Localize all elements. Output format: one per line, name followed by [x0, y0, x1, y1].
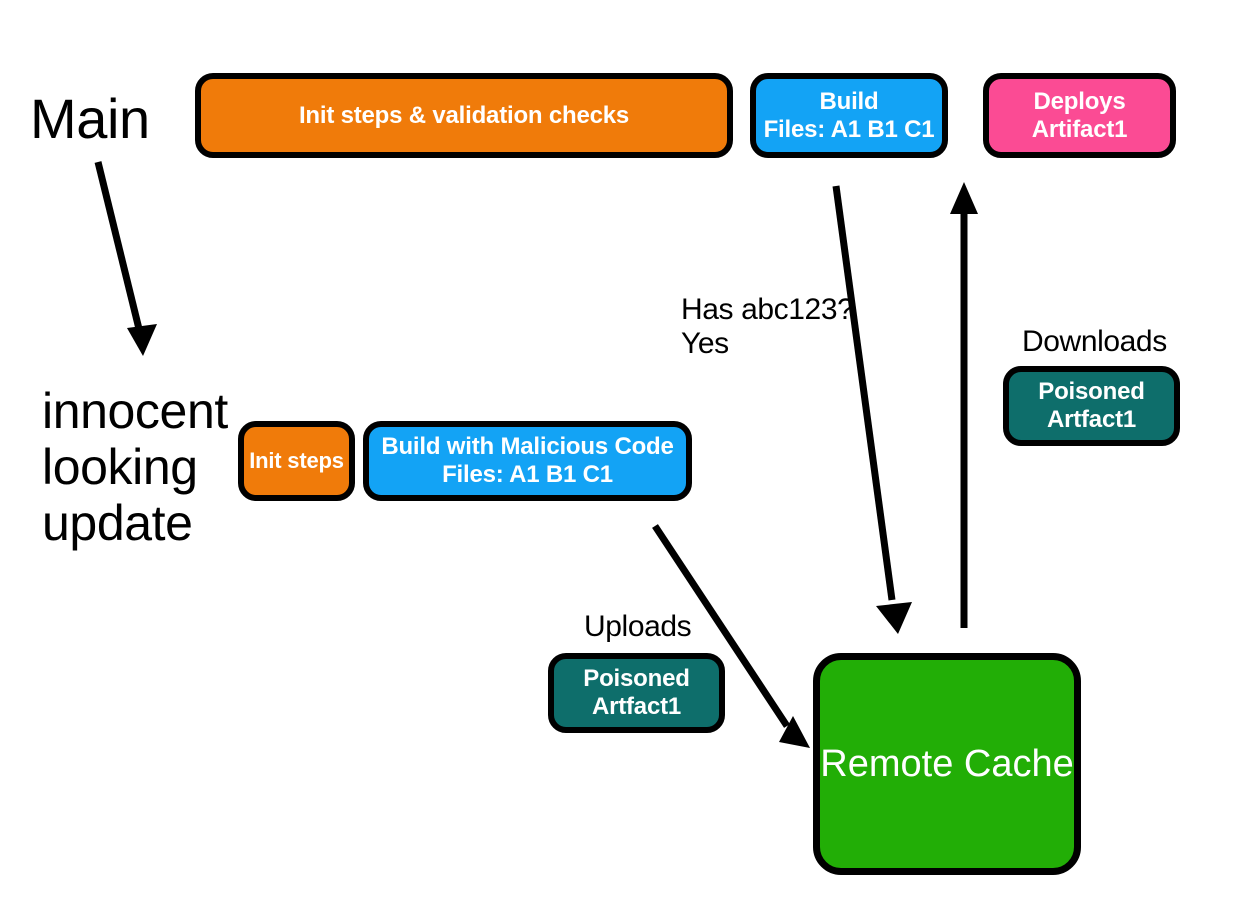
arrow-build-to-cache [832, 185, 912, 634]
node-remote-cache[interactable]: Remote Cache [813, 653, 1081, 875]
node-attack-build-malicious[interactable]: Build with Malicious Code Files: A1 B1 C… [363, 421, 692, 501]
arrow-cache-to-deploy [950, 182, 978, 628]
label-cache-query: Has abc123? Yes [681, 293, 854, 360]
node-main-init-steps[interactable]: Init steps & validation checks [195, 73, 733, 158]
node-attack-init-steps[interactable]: Init steps [238, 421, 355, 501]
node-main-deploys[interactable]: Deploys Artifact1 [983, 73, 1176, 158]
label-feature-branch: innocent looking update [42, 383, 228, 551]
label-downloads: Downloads [1022, 325, 1167, 358]
node-poisoned-artifact-upload[interactable]: Poisoned Artfact1 [548, 653, 725, 733]
label-uploads: Uploads [584, 610, 692, 643]
node-poisoned-artifact-download[interactable]: Poisoned Artfact1 [1003, 366, 1180, 446]
node-main-build[interactable]: Build Files: A1 B1 C1 [750, 73, 948, 158]
label-main-branch: Main [30, 87, 150, 150]
arrow-main-to-feature [94, 161, 157, 356]
